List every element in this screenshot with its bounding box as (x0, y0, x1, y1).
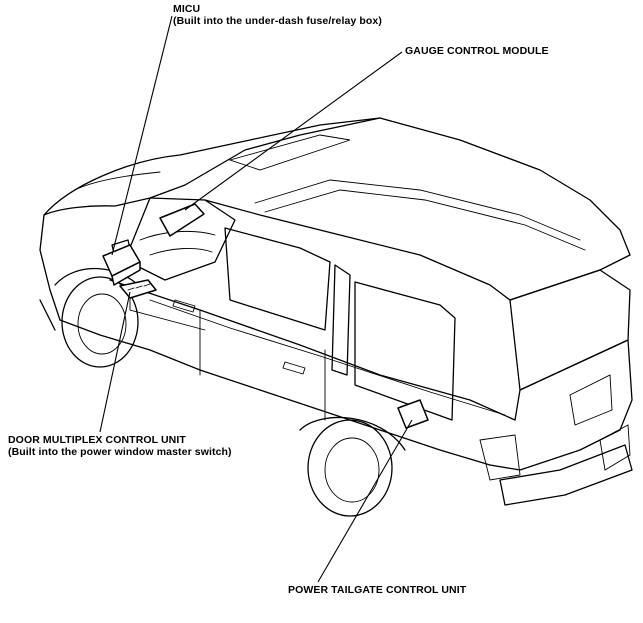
micu-subtitle: (Built into the under-dash fuse/relay bo… (173, 15, 382, 27)
door-multiplex-label: DOOR MULTIPLEX CONTROL UNIT (Built into … (8, 434, 232, 458)
tailgate-title: POWER TAILGATE CONTROL UNIT (288, 584, 467, 596)
micu-box (102, 244, 141, 286)
gauge-leader-line (184, 51, 403, 211)
gauge-label: GAUGE CONTROL MODULE (405, 45, 549, 57)
micu-title: MICU (173, 3, 201, 15)
tailgate-control-unit (397, 399, 429, 429)
tailgate-leader-line (317, 419, 413, 583)
door-multiplex-subtitle: (Built into the power window master swit… (8, 446, 232, 458)
door-multiplex-switch (119, 279, 157, 299)
gauge-title: GAUGE CONTROL MODULE (405, 45, 549, 57)
micu-label: MICU (Built into the under-dash fuse/rel… (173, 3, 382, 27)
micu-leader-line (111, 15, 173, 256)
tailgate-label: POWER TAILGATE CONTROL UNIT (288, 584, 466, 596)
gauge-control-module (159, 203, 205, 237)
door-multiplex-title: DOOR MULTIPLEX CONTROL UNIT (8, 434, 186, 446)
door-leader-line (99, 291, 131, 433)
